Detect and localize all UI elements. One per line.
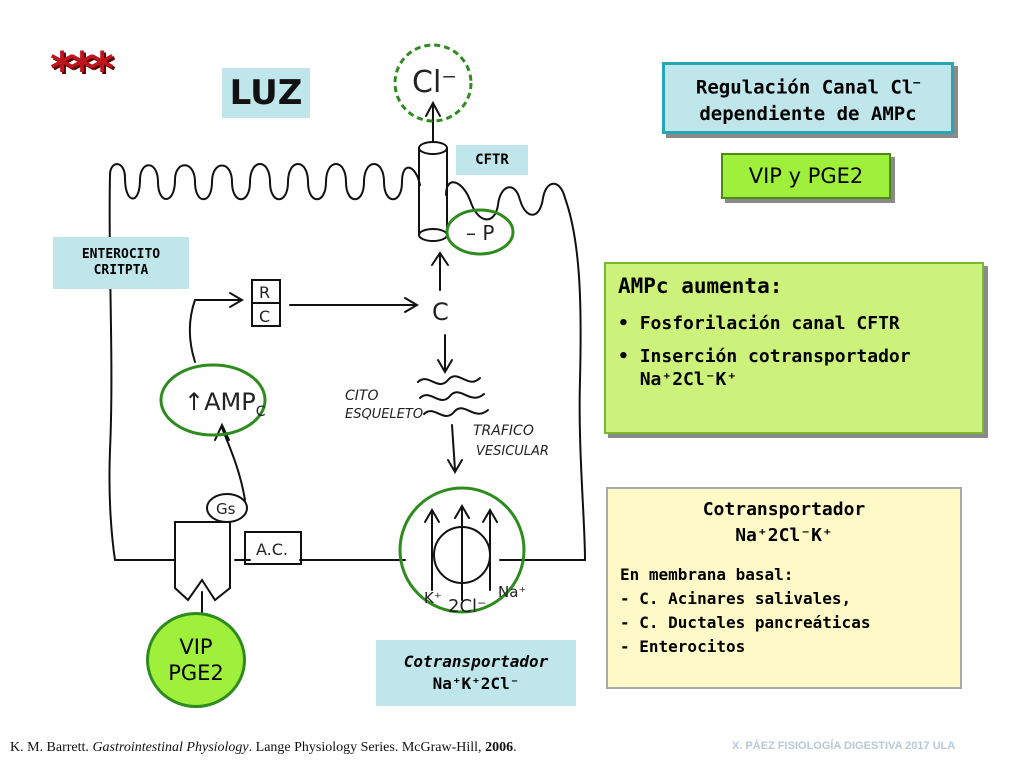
list-item: - C. Ductales pancreáticas xyxy=(620,613,871,632)
cftr-channel-top xyxy=(418,141,448,155)
ampc-green-circle xyxy=(159,363,267,437)
author-credit: X. PÁEZ FISIOLOGÍA DIGESTIVA 2017 ULA xyxy=(732,740,956,752)
transporter-arrow-na xyxy=(482,508,498,591)
vip-pge2-box: VIP y PGE2 xyxy=(721,153,891,199)
vip-circle-line1: VIP xyxy=(179,635,213,659)
enterocito-tag-line1: ENTEROCITO xyxy=(81,247,161,262)
left-membrane xyxy=(108,174,116,561)
cftr-tag-text: CFTR xyxy=(475,152,509,168)
cytoskeleton-2 xyxy=(419,391,485,401)
cftr-channel-body xyxy=(418,147,448,236)
reference-citation: K. M. Barrett. Gastrointestinal Physiolo… xyxy=(10,740,517,755)
lumen-label-text: LUZ xyxy=(229,73,303,113)
receptor xyxy=(174,521,231,602)
right-membrane xyxy=(564,197,586,561)
basal-transporter-line1: Cotransportador xyxy=(403,652,549,671)
vip-pge2-circle: VIP PGE2 xyxy=(146,612,246,708)
cotransporter-title-1: Cotransportador xyxy=(702,499,866,520)
list-item: - Enterocitos xyxy=(620,637,746,656)
cito-label-2: ESQUELETO xyxy=(345,407,423,422)
trafico-label-2: VESICULAR xyxy=(476,444,549,459)
title-line2: dependiente de AMPc xyxy=(699,102,917,125)
trafico-label-1: TRAFICO xyxy=(473,423,534,439)
c-free-label: C xyxy=(432,298,449,326)
red-stars-decoration: *** xyxy=(50,42,114,96)
cito-label-1: CITO xyxy=(345,388,378,404)
ampc-heading: AMPc aumenta: xyxy=(618,274,783,298)
vip-pge2-text: VIP y PGE2 xyxy=(748,164,864,188)
adenylyl-cyclase-box xyxy=(244,531,302,565)
ampc-bullet-1: • Fosforilación canal CFTR xyxy=(618,313,900,334)
membrane-label: En membrana basal: xyxy=(620,565,794,584)
list-item: - C. Acinares salivales, xyxy=(620,589,852,608)
cftr-tag: CFTR xyxy=(456,145,528,175)
arrow-c-to-cftr xyxy=(431,251,449,291)
gs-label: Gs xyxy=(216,500,236,518)
r-label: R xyxy=(259,283,270,302)
lumen-label: LUZ xyxy=(222,68,310,118)
c-label: C xyxy=(259,307,270,326)
title-line1: Regulación Canal Cl– xyxy=(695,75,921,99)
cytoskeleton-3 xyxy=(423,407,489,417)
arrow-ampc-to-rc xyxy=(188,292,244,363)
ac-label: A.C. xyxy=(256,540,288,559)
enterocito-tag-line2: CRITPTA xyxy=(93,263,149,278)
cotransporter-box: Cotransportador Na⁺2Cl⁻K⁺ En membrana ba… xyxy=(606,487,962,689)
arrow-c-to-vesicles xyxy=(437,334,453,374)
enterocito-tag: ENTEROCITO CRITPTA xyxy=(53,237,189,289)
k-label: K⁺ xyxy=(424,589,442,607)
gs-protein xyxy=(206,493,248,523)
vip-circle-line2: PGE2 xyxy=(168,661,224,685)
cftr-channel-bottom xyxy=(418,228,448,242)
cytoskeleton-1 xyxy=(417,375,481,385)
cl-minus-label: Cl⁻ xyxy=(412,65,457,100)
cotransporter-title-2: Na⁺2Cl⁻K⁺ xyxy=(735,525,833,546)
title-box: Regulación Canal Cl– dependiente de AMPc xyxy=(662,62,954,134)
arrow-rc-to-c xyxy=(289,297,419,313)
apical-membrane-right xyxy=(445,181,566,221)
cl-dashed-circle xyxy=(393,43,473,123)
ampc-bullet-2: • Inserción cotransportador Na⁺2Cl⁻K⁺ xyxy=(618,346,911,390)
transporter-arrow-k xyxy=(424,508,440,591)
ampc-label: ↑AMPC xyxy=(184,388,266,420)
cl2-label: 2Cl⁻ xyxy=(448,596,487,617)
apical-membrane xyxy=(109,163,421,201)
na-label: Na⁺ xyxy=(498,583,526,601)
p-label: – P xyxy=(466,221,494,245)
p-green-circle xyxy=(445,208,515,256)
arrow-to-transporter xyxy=(447,424,463,474)
transporter-arrow-cl xyxy=(454,504,470,601)
ampc-box: AMPc aumenta: • Fosforilación canal CFTR… xyxy=(604,262,984,434)
basal-transporter-line2: Na⁺K⁺2Cl⁻ xyxy=(432,674,520,693)
basal-transporter-label: Cotransportador Na⁺K⁺2Cl⁻ xyxy=(376,640,576,706)
transporter-green-circle xyxy=(398,486,526,614)
cotransporter-list: En membrana basal: - C. Acinares salival… xyxy=(620,563,948,659)
